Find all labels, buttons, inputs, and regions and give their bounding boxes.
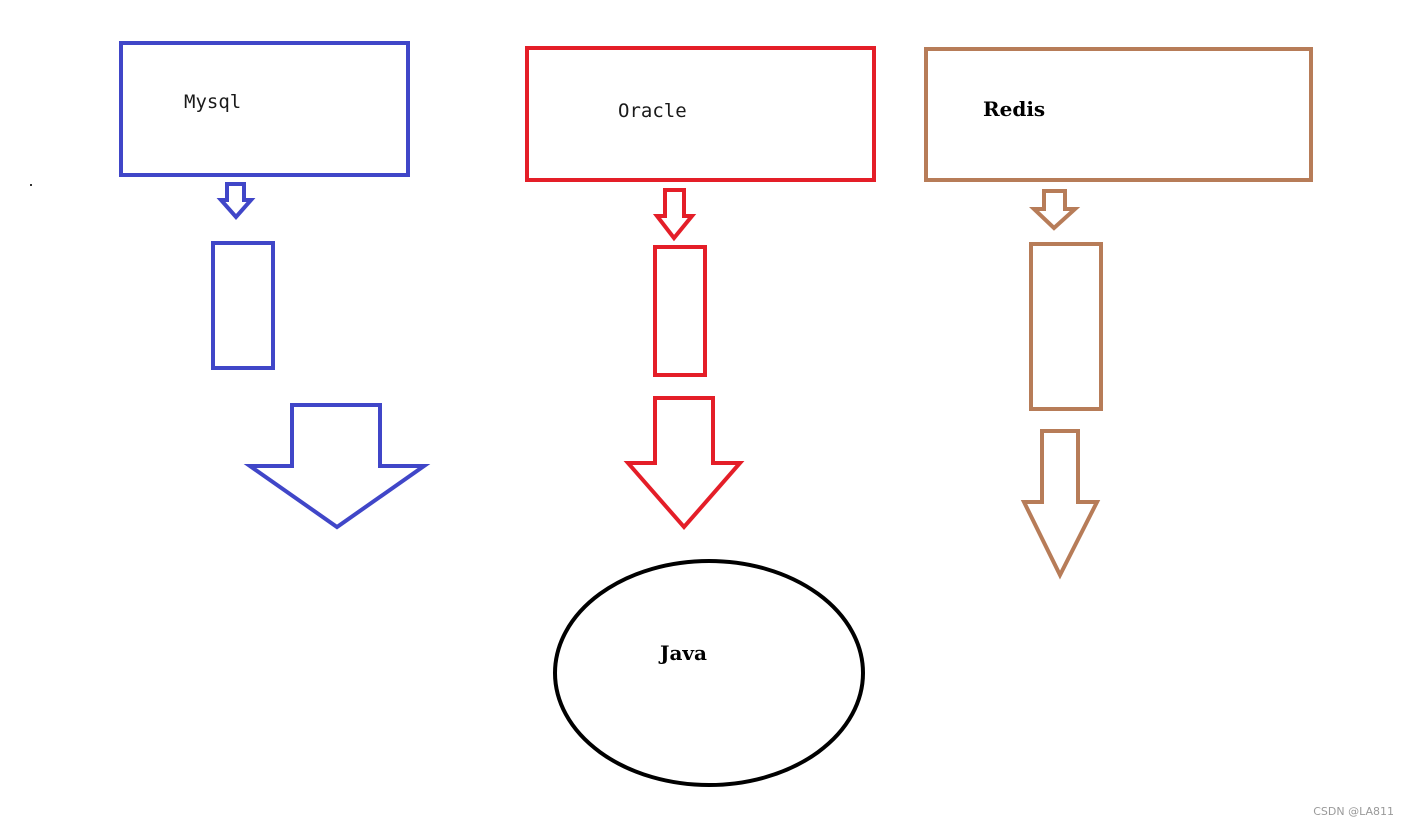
oracle-box: [525, 46, 876, 182]
java-label: Java: [658, 641, 707, 665]
redis-label: Redis: [983, 97, 1045, 121]
redis-intermediate-box: [1029, 242, 1103, 411]
oracle-small-arrow-icon: [652, 188, 697, 242]
mysql-box: [119, 41, 410, 177]
oracle-intermediate-box: [653, 245, 707, 377]
mysql-intermediate-box: [211, 241, 275, 370]
redis-box: [924, 47, 1313, 182]
redis-column: Redis: [924, 47, 1313, 580]
mysql-small-arrow-icon: [216, 182, 256, 221]
java-ellipse: [553, 559, 865, 787]
mysql-large-arrow-icon: [243, 403, 431, 530]
mysql-label: Mysql: [184, 91, 241, 113]
stray-dot: [30, 184, 32, 186]
redis-small-arrow-icon: [1028, 189, 1081, 231]
java-node: Java: [553, 559, 865, 787]
oracle-label: Oracle: [618, 100, 687, 122]
oracle-column: Oracle: [525, 46, 876, 531]
mysql-column: Mysql: [119, 41, 431, 530]
watermark: CSDN @LA811: [1313, 805, 1394, 818]
oracle-large-arrow-icon: [623, 396, 745, 531]
redis-large-arrow-icon: [1020, 429, 1101, 580]
